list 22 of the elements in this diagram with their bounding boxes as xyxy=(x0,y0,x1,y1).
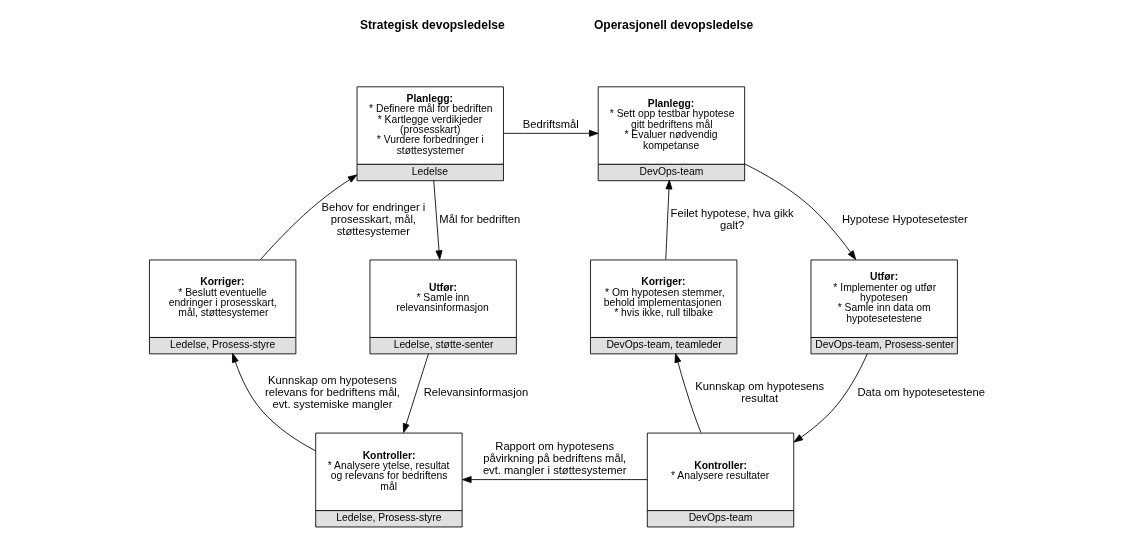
edge-label: Hypotese Hypotesetester xyxy=(841,212,968,225)
arrow xyxy=(432,179,442,260)
label: Strategisk devopsledelse xyxy=(359,18,505,33)
arrow xyxy=(743,163,856,260)
edge-label: Data om hypotesetestene xyxy=(856,385,985,398)
arrow xyxy=(231,353,316,452)
edge-label: Rapport om hypotesens påvirkning på bedriftens mål, evt. mangler i støttesystemer xyxy=(482,439,627,476)
edge-label: Kunnskap om hypotesens resultat xyxy=(694,379,824,404)
label: Operasjonell devopsledelse xyxy=(593,18,753,33)
arrow xyxy=(664,179,672,260)
edge-label: Mål for bedriften xyxy=(438,212,520,225)
edge-label: Behov for endringer i prosesskart, mål, støttesystemer xyxy=(320,200,425,237)
edge-label: Feilet hypotese, hva gikk galt? xyxy=(670,206,794,231)
arrow xyxy=(793,353,868,443)
arrow xyxy=(461,476,648,484)
arrow xyxy=(502,129,598,137)
edge-label: Relevansinformasjon xyxy=(423,385,528,398)
arrow xyxy=(402,353,429,433)
edge-label: Kunnskap om hypotesens relevans for bedriftens mål, evt. systemiske mangler xyxy=(264,373,400,411)
arrow xyxy=(674,353,701,433)
edge-label: Bedriftsmål xyxy=(522,117,579,130)
arrow xyxy=(259,174,357,260)
